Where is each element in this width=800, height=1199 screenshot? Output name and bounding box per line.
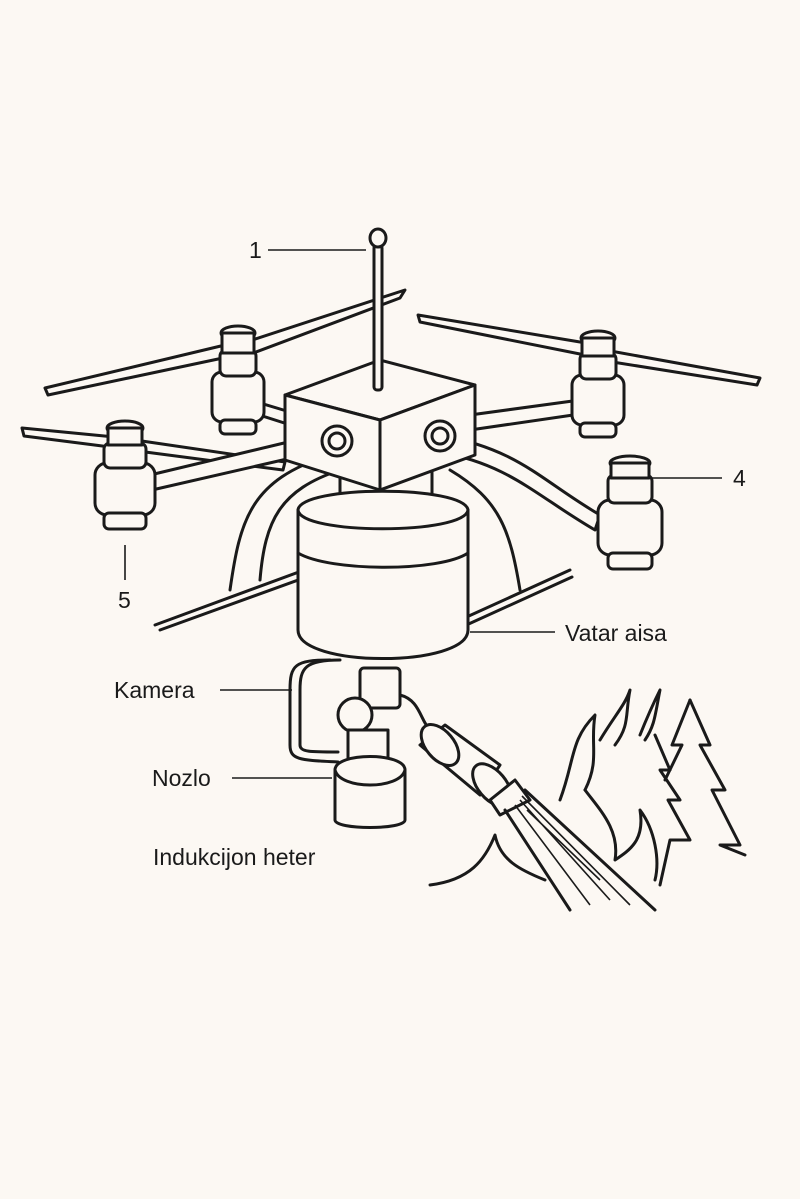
motor-4 xyxy=(596,454,664,571)
label-motor-5-number: 5 xyxy=(118,587,131,613)
label-motor-4-number: 4 xyxy=(733,465,746,491)
water-spray xyxy=(503,788,657,912)
leader-lines xyxy=(124,249,722,779)
fire-and-trees xyxy=(428,688,747,887)
motor-5 xyxy=(93,419,157,531)
motor-front-left xyxy=(210,324,266,436)
label-nozzle: Nozlo xyxy=(152,765,211,791)
water-tank xyxy=(296,463,470,660)
motor-front-right xyxy=(570,329,626,439)
label-water-tank: Vatar aisa xyxy=(565,620,667,646)
antenna xyxy=(368,227,388,392)
label-antenna-number: 1 xyxy=(249,237,262,263)
motors xyxy=(93,324,664,571)
label-induction-heater: Indukcijon heter xyxy=(153,844,316,870)
label-camera: Kamera xyxy=(114,677,195,703)
camera-and-nozzle xyxy=(288,658,532,829)
landing-gear xyxy=(153,453,574,632)
